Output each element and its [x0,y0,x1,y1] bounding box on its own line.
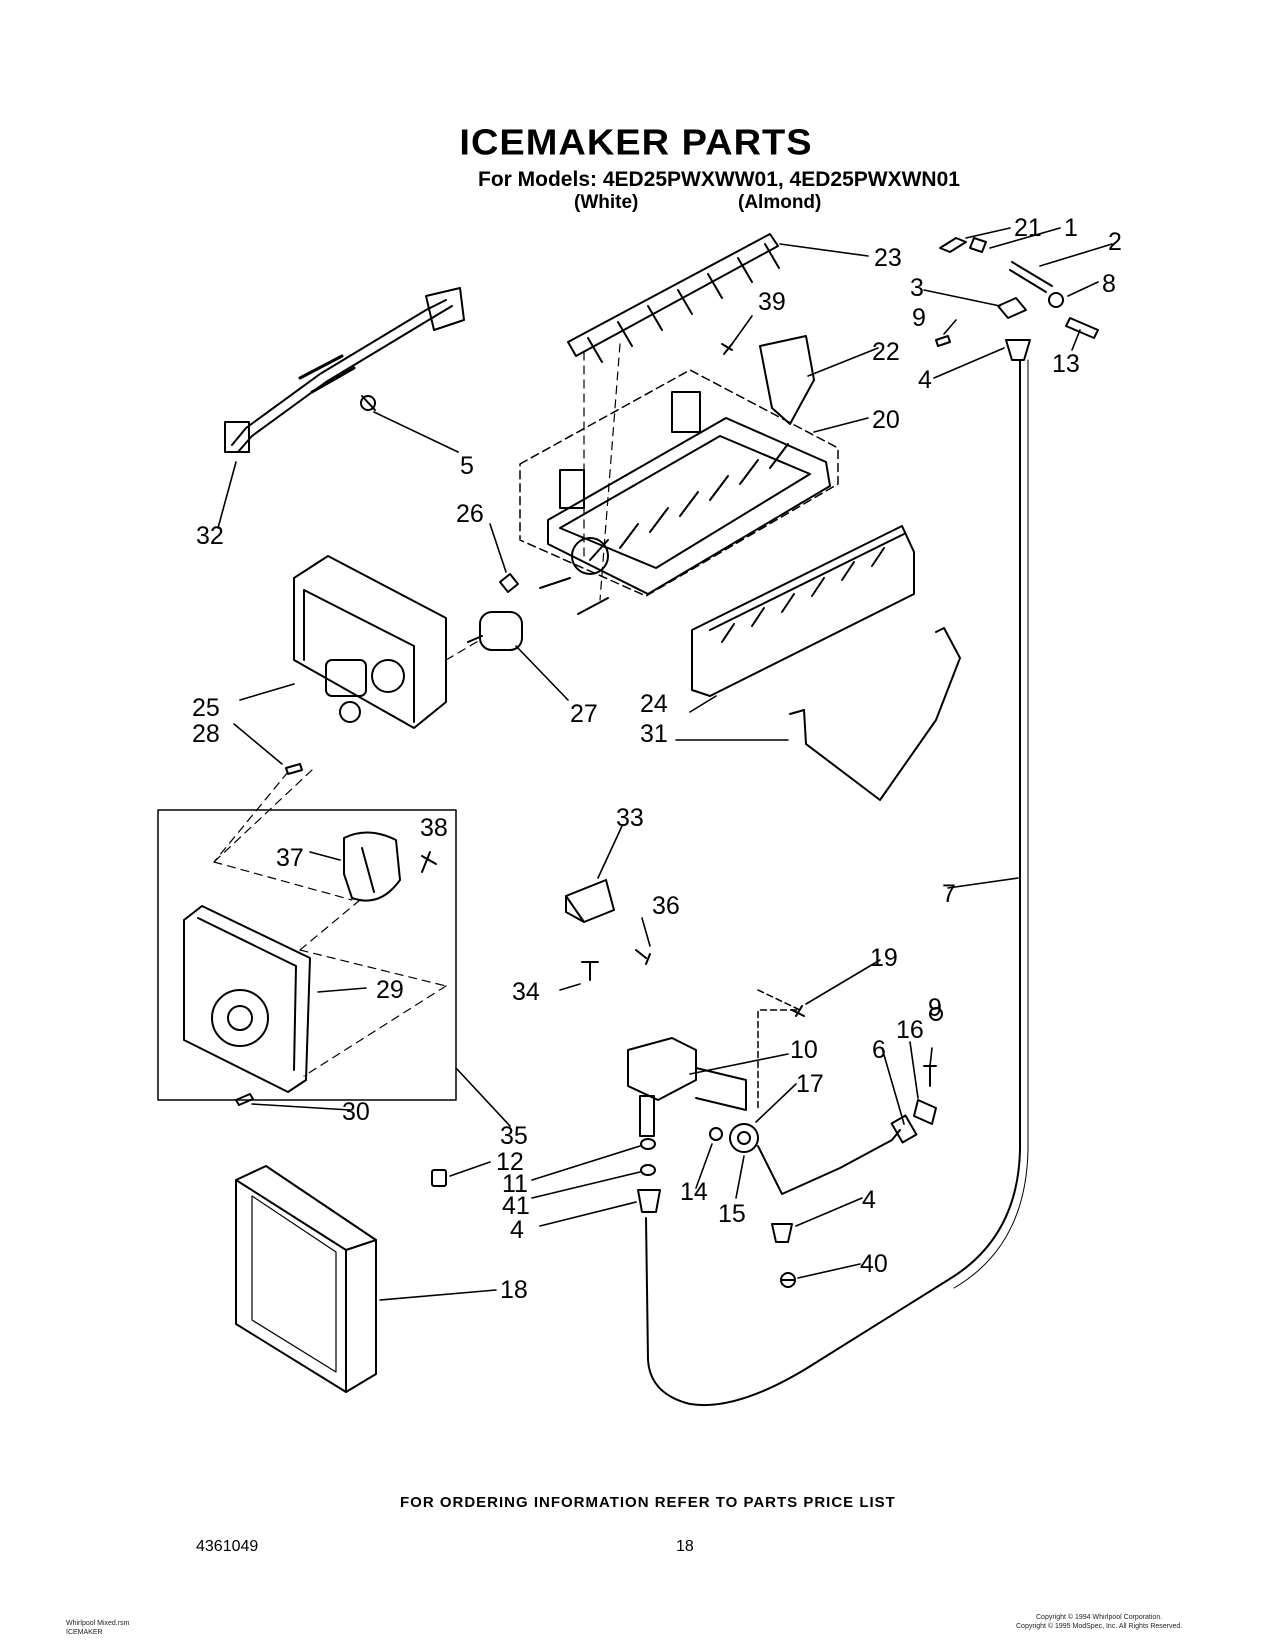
ordering-note: FOR ORDERING INFORMATION REFER TO PARTS … [400,1494,896,1511]
screw-34-part [581,961,599,981]
callout-22: 22 [872,338,900,366]
inlet-tube-part [757,1114,918,1195]
callout-33: 33 [616,804,644,832]
fitting-4b-part [771,1223,793,1243]
section-line: ICEMAKER [66,1629,103,1636]
callout-labels: 1 2 3 4 5 6 7 8 9 9 10 11 12 13 14 15 16… [192,214,1122,1304]
callout-7: 7 [942,880,956,908]
bracket-part [565,879,615,923]
copyright-line-2: Copyright © 1995 ModSpec, Inc. All Right… [1016,1623,1183,1630]
callout-10: 10 [790,1036,818,1064]
screw-30-part [235,1093,254,1106]
callout-34: 34 [512,978,540,1006]
models-line: For Models: 4ED25PWXWW01, 4ED25PWXWN01 [478,168,960,191]
callout-2: 2 [1108,228,1122,256]
thermostat-part [467,611,523,651]
washer-14-part [709,1127,723,1141]
callout-30: 30 [342,1098,370,1126]
callout-3: 3 [910,274,924,302]
callout-24: 24 [640,690,668,718]
clamp-16-part [913,1099,937,1125]
motor-part [343,831,401,902]
fill-tube-fittings-part [935,237,1099,361]
wire-harness-part [224,287,465,453]
washer-11-part [640,1138,656,1150]
source-file-line: Whirlpool Mixed.rsm [66,1620,130,1627]
callout-1: 1 [1064,214,1078,242]
callout-14: 14 [680,1178,708,1206]
callout-13: 13 [1052,350,1080,378]
callout-8: 8 [1102,270,1116,298]
callout-36: 36 [652,892,680,920]
screw-5-part [360,395,376,411]
callout-35: 35 [500,1122,528,1150]
screw-36-part [635,949,651,965]
callout-17: 17 [796,1070,824,1098]
callout-15: 15 [718,1200,746,1228]
callout-18: 18 [500,1276,528,1304]
callout-26: 26 [456,500,484,528]
screw-39-part [721,343,733,355]
screw-40-part [780,1272,796,1288]
variant-white: (White) [574,192,639,213]
callout-25: 25 [192,694,220,722]
callout-11: 11 [502,1170,528,1198]
copyright-line-1: Copyright © 1994 Whirlpool Corporation. [1036,1614,1163,1621]
callout-6: 6 [872,1036,886,1064]
strainer-15-part [729,1123,759,1153]
callout-39: 39 [758,288,786,316]
callout-21: 21 [1014,214,1042,242]
callout-31: 31 [640,720,668,748]
callout-4: 4 [918,366,932,394]
housing-part [293,555,447,729]
screw-28-part [285,763,303,775]
mounting-plate-part [183,905,311,1093]
water-valve-part [627,989,801,1137]
page-title: ICEMAKER PARTS [459,123,813,163]
callout-38: 38 [420,814,448,842]
screw-19-part [791,1005,805,1017]
fitting-4-part [637,1189,661,1213]
nut-12-part [431,1169,447,1187]
callout-20: 20 [872,406,900,434]
callout-5: 5 [460,452,474,480]
cover-part [235,1165,377,1393]
callout-9: 9 [912,304,926,332]
fill-tube-part [645,359,1029,1406]
callout-32: 32 [196,522,224,550]
callout-16: 16 [896,1016,924,1044]
callout-28: 28 [192,720,220,748]
ejector-part [567,233,780,363]
variant-almond: (Almond) [738,192,822,213]
callout-19: 19 [870,944,898,972]
callout-40: 40 [860,1250,888,1278]
callout-41: 41 [502,1192,530,1220]
callout-27: 27 [570,700,598,728]
washer-41-part [640,1164,656,1176]
callout-23: 23 [874,244,902,272]
callout-4c: 4 [862,1186,876,1214]
clip-26-part [499,573,519,593]
page-number: 18 [676,1538,694,1555]
callout-37: 37 [276,844,304,872]
callout-4b: 4 [510,1216,524,1244]
document-number: 4361049 [196,1538,259,1555]
stripper-part [691,525,915,697]
callout-9b: 9 [928,994,942,1022]
fill-cup-part [759,335,815,425]
callout-12: 12 [496,1148,524,1176]
shutoff-arm-part [789,627,961,801]
leader-lines [217,227,1113,1301]
mold-part [539,391,831,615]
callout-29: 29 [376,976,404,1004]
screw-38-part [421,851,437,873]
